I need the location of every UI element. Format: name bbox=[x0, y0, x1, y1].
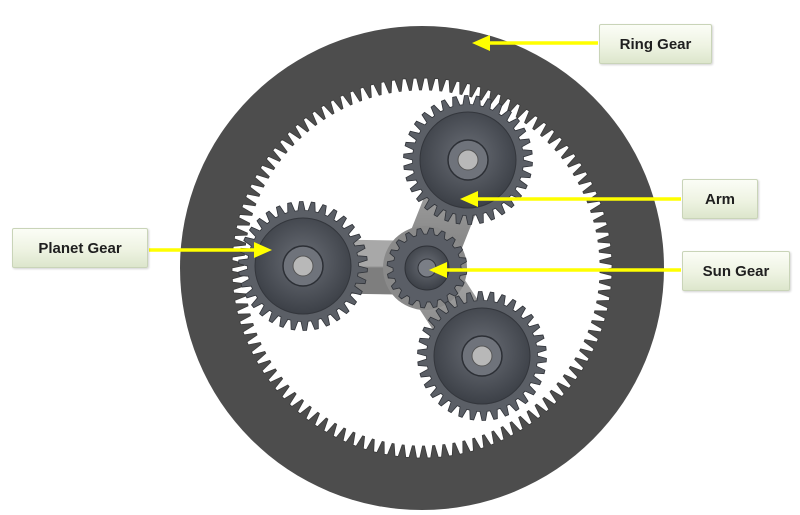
planet-gear-left bbox=[238, 201, 368, 331]
sun-gear-shaft bbox=[417, 258, 437, 278]
arrow-ring-gear-head bbox=[472, 35, 490, 51]
planet-gear-left-pin bbox=[292, 255, 314, 277]
arrow-planet-gear bbox=[149, 242, 272, 258]
arrow-sun-gear bbox=[429, 262, 681, 278]
arrow-ring-gear bbox=[472, 35, 598, 51]
planet-gear-bottom-pin bbox=[471, 345, 493, 367]
arrow-planet-gear-head bbox=[254, 242, 272, 258]
ring-gear-label: Ring Gear bbox=[599, 24, 712, 64]
sun-gear-label: Sun Gear bbox=[682, 251, 790, 291]
arm-label: Arm bbox=[682, 179, 758, 219]
planet-gear-label: Planet Gear bbox=[12, 228, 148, 268]
arrow-sun-gear-head bbox=[429, 262, 447, 278]
planet-gear-top-pin bbox=[457, 149, 479, 171]
planet-gear-bottom bbox=[417, 291, 547, 421]
sun-gear bbox=[386, 227, 468, 309]
arrow-arm bbox=[460, 191, 681, 207]
planet-gear-top bbox=[403, 95, 533, 225]
arrow-arm-head bbox=[460, 191, 478, 207]
